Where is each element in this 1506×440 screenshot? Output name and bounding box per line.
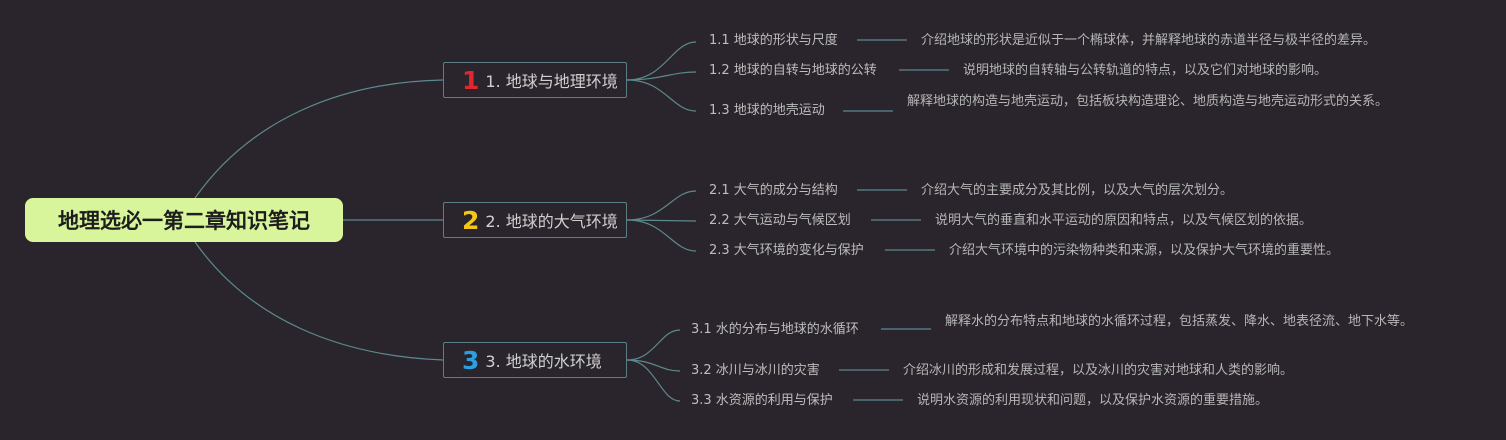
sub-node-3-1[interactable]: 3.1 水的分布与地球的水循环 — [691, 322, 859, 337]
branch-node-1[interactable]: 1 1. 地球与地理环境 — [443, 62, 627, 98]
branch-number-icon: 1 — [462, 65, 480, 95]
sub-node-1-2[interactable]: 1.2 地球的自转与地球的公转 — [709, 63, 877, 78]
connector-2-3 — [626, 219, 697, 252]
connector-root-branch-3 — [194, 241, 444, 361]
root-title: 地理选必一第二章知识笔记 — [58, 209, 310, 233]
branch-title: 3. 地球的水环境 — [485, 352, 602, 371]
connector-1-3 — [626, 79, 697, 112]
desc-3-3: 说明水资源的利用现状和问题，以及保护水资源的重要措施。 — [917, 393, 1269, 408]
sub-node-3-2[interactable]: 3.2 冰川与冰川的灾害 — [691, 363, 820, 378]
sub-node-1-3[interactable]: 1.3 地球的地壳运动 — [709, 103, 825, 118]
desc-1-1: 介绍地球的形状是近似于一个椭球体，并解释地球的赤道半径与极半径的差异。 — [921, 33, 1377, 48]
desc-2-3: 介绍大气环境中的污染物种类和来源，以及保护大气环境的重要性。 — [949, 243, 1340, 258]
desc-2-2: 说明大气的垂直和水平运动的原因和特点，以及气候区划的依据。 — [935, 213, 1313, 228]
branch-node-3[interactable]: 3 3. 地球的水环境 — [443, 342, 627, 378]
desc-1-3: 解释地球的构造与地壳运动，包括板块构造理论、地质构造与地壳运动形式的关系。 — [907, 94, 1389, 109]
connector-2-2 — [626, 219, 697, 222]
connector-3-1 — [626, 329, 681, 361]
sub-node-1-1[interactable]: 1.1 地球的形状与尺度 — [709, 33, 838, 48]
desc-2-1: 介绍大气的主要成分及其比例，以及大气的层次划分。 — [921, 183, 1234, 198]
root-node[interactable]: 地理选必一第二章知识笔记 — [25, 198, 343, 242]
sub-node-3-3[interactable]: 3.3 水资源的利用与保护 — [691, 393, 833, 408]
desc-3-2: 介绍冰川的形成和发展过程，以及冰川的灾害对地球和人类的影响。 — [903, 363, 1294, 378]
connector-2-1 — [626, 190, 697, 221]
desc-3-1: 解释水的分布特点和地球的水循环过程，包括蒸发、降水、地表径流、地下水等。 — [945, 314, 1414, 329]
branch-node-2[interactable]: 2 2. 地球的大气环境 — [443, 202, 627, 238]
connector-3-3 — [626, 359, 681, 402]
connector-1-2 — [626, 71, 697, 81]
sub-node-2-1[interactable]: 2.1 大气的成分与结构 — [709, 183, 838, 198]
branch-number-icon: 3 — [462, 345, 480, 375]
connector-1-1 — [626, 41, 697, 81]
sub-node-2-3[interactable]: 2.3 大气环境的变化与保护 — [709, 243, 864, 258]
sub-node-2-2[interactable]: 2.2 大气运动与气候区划 — [709, 213, 851, 228]
connector-root-branch-1 — [194, 79, 444, 199]
branch-number-icon: 2 — [462, 205, 480, 235]
branch-title: 1. 地球与地理环境 — [485, 72, 618, 91]
desc-1-2: 说明地球的自转轴与公转轨道的特点，以及它们对地球的影响。 — [963, 63, 1328, 78]
branch-title: 2. 地球的大气环境 — [485, 212, 618, 231]
